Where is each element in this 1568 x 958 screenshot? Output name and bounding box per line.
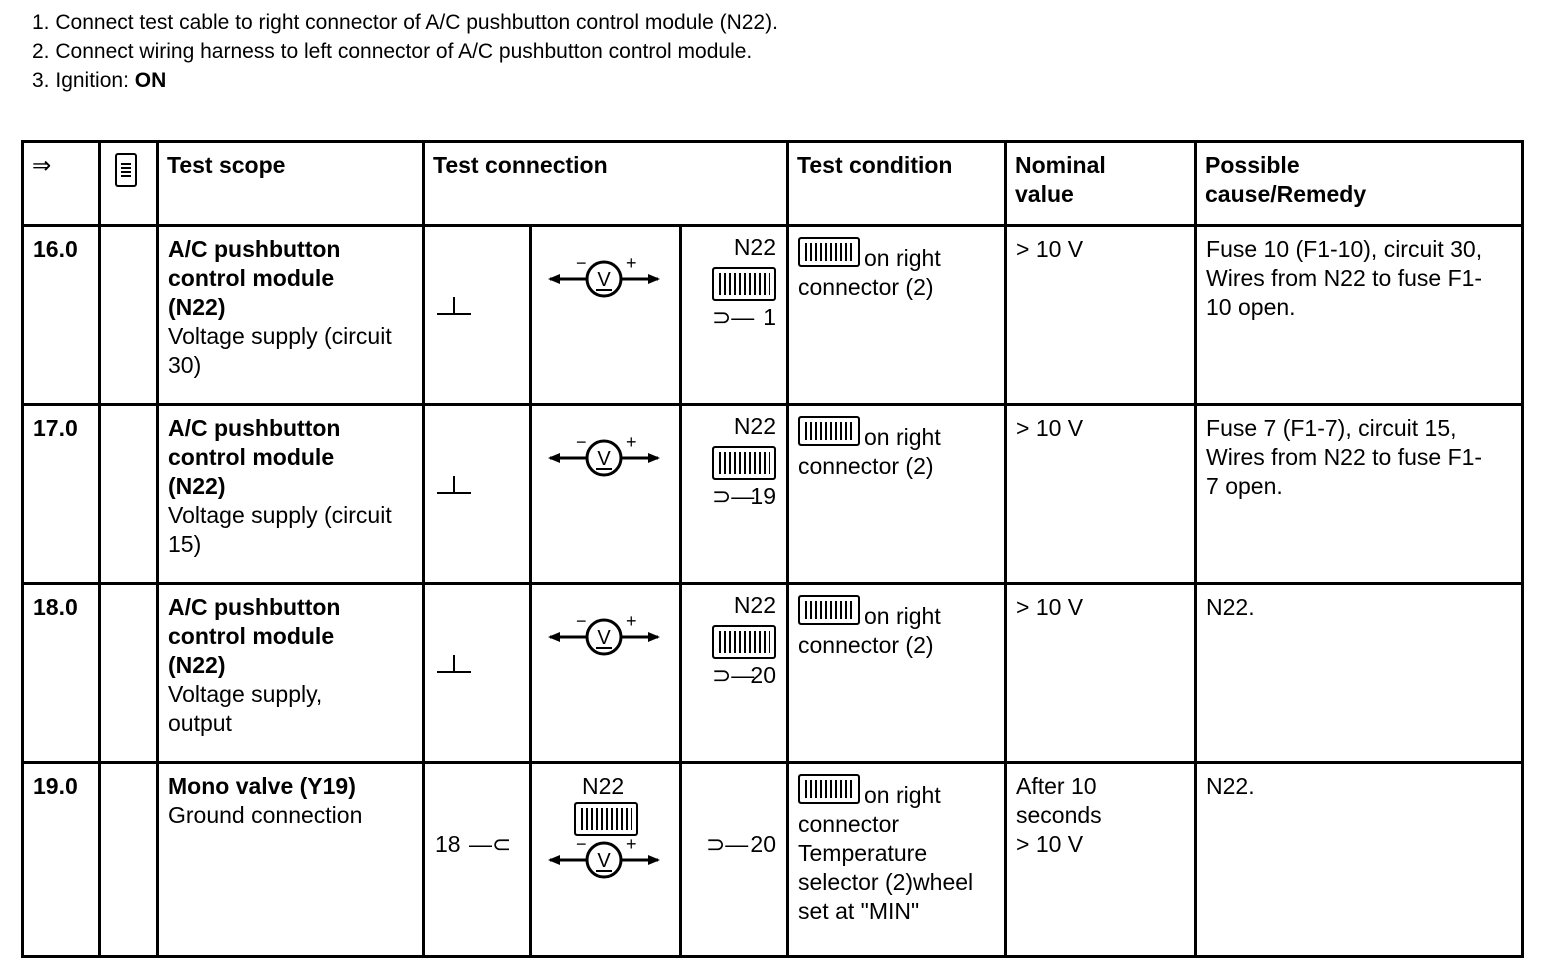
socket-icon: ⊃— bbox=[712, 662, 755, 688]
test-number: 17.0 bbox=[21, 403, 101, 585]
voltmeter-cell: V − + bbox=[529, 582, 682, 764]
socket-icon: ⊃— bbox=[712, 304, 755, 330]
pin-label: 20 bbox=[750, 831, 777, 857]
ground-icon bbox=[437, 655, 471, 673]
instructions: 1. Connect test cable to right connector… bbox=[32, 8, 778, 95]
arrow-header: ⇒ bbox=[21, 140, 101, 227]
connector-icon bbox=[574, 802, 638, 836]
svg-text:−: − bbox=[576, 838, 587, 854]
voltmeter-cell: V − + bbox=[529, 224, 682, 406]
test-condition-cell: on right connector (2) bbox=[786, 582, 1008, 764]
empty-cell bbox=[98, 761, 159, 958]
ground-cell bbox=[422, 582, 532, 764]
test-scope-cell: Mono valve (Y19)Ground connection bbox=[156, 761, 425, 958]
connector-cell: N22 ⊃— 20 bbox=[678, 582, 790, 764]
header-row: ⇒ Test scope Test connection Test condit… bbox=[21, 140, 1525, 227]
nominal-value-cell: > 10 V bbox=[1004, 224, 1198, 406]
nominal-value-cell: > 10 V bbox=[1004, 403, 1198, 585]
cause-cell: N22. bbox=[1194, 761, 1525, 958]
cause-cell: N22. bbox=[1194, 582, 1525, 764]
pin-label: 19 bbox=[750, 483, 777, 509]
connector-label: N22 bbox=[582, 773, 625, 799]
connector-icon bbox=[798, 237, 861, 267]
voltmeter-cell: V − + bbox=[529, 403, 682, 585]
instruction-1: 1. Connect test cable to right connector… bbox=[32, 11, 778, 34]
svg-text:V: V bbox=[597, 448, 611, 470]
svg-text:V: V bbox=[597, 850, 611, 872]
ground-cell bbox=[422, 224, 532, 406]
empty-cell bbox=[98, 403, 159, 585]
svg-text:+: + bbox=[626, 615, 637, 631]
pin-left-cell: 18 —⊂ bbox=[422, 761, 532, 958]
connector-label: N22 bbox=[733, 592, 777, 618]
socket-left-icon: —⊂ bbox=[469, 831, 512, 857]
svg-text:−: − bbox=[576, 257, 587, 273]
empty-cell bbox=[98, 582, 159, 764]
connector-module-icon bbox=[98, 140, 159, 227]
connector-label: N22 bbox=[733, 413, 777, 439]
connector-icon bbox=[712, 625, 777, 659]
pin-right-cell: ⊃— 20 bbox=[678, 761, 790, 958]
svg-text:+: + bbox=[626, 838, 637, 854]
socket-icon: ⊃— bbox=[712, 483, 755, 509]
connector-cell: N22 ⊃— 1 bbox=[678, 224, 790, 406]
ground-icon bbox=[437, 297, 471, 315]
svg-text:−: − bbox=[576, 615, 587, 631]
test-condition-header: Test condition bbox=[786, 140, 1008, 227]
ground-cell bbox=[422, 403, 532, 585]
svg-text:V: V bbox=[597, 627, 611, 649]
nominal-value-cell: > 10 V bbox=[1004, 582, 1198, 764]
instruction-3: 3. Ignition: ON bbox=[32, 69, 167, 92]
pin-label: 1 bbox=[763, 304, 777, 330]
voltmeter-cell: N22 V − + bbox=[529, 761, 682, 958]
connector-icon bbox=[798, 595, 861, 625]
test-scope-header: Test scope bbox=[156, 140, 425, 227]
cause-cell: Fuse 10 (F1-10), circuit 30,Wires from N… bbox=[1194, 224, 1525, 406]
connector-cell: N22 ⊃— 19 bbox=[678, 403, 790, 585]
voltmeter-icon: V − + bbox=[548, 838, 660, 879]
connector-icon bbox=[712, 267, 777, 301]
test-number: 19.0 bbox=[21, 761, 101, 958]
svg-text:−: − bbox=[576, 436, 587, 452]
connector-icon bbox=[798, 774, 861, 804]
test-number: 16.0 bbox=[21, 224, 101, 406]
cause-cell: Fuse 7 (F1-7), circuit 15,Wires from N22… bbox=[1194, 403, 1525, 585]
connector-icon bbox=[798, 416, 861, 446]
test-condition-cell: on right connector (2) bbox=[786, 224, 1008, 406]
table-row: 19.0 Mono valve (Y19)Ground connection 1… bbox=[21, 761, 1525, 958]
voltmeter-icon: V − + bbox=[548, 615, 660, 656]
connector-label: N22 bbox=[733, 234, 777, 260]
pin-label: 20 bbox=[750, 662, 777, 688]
test-number: 18.0 bbox=[21, 582, 101, 764]
test-connection-header: Test connection bbox=[421, 140, 790, 227]
socket-icon: ⊃— bbox=[706, 831, 749, 857]
connector-icon bbox=[712, 446, 777, 480]
svg-text:+: + bbox=[626, 436, 637, 452]
ground-icon bbox=[437, 476, 471, 494]
test-condition-cell: on right connector (2) bbox=[786, 403, 1008, 585]
instruction-2: 2. Connect wiring harness to left connec… bbox=[32, 40, 753, 63]
empty-cell bbox=[98, 224, 159, 406]
svg-text:V: V bbox=[597, 269, 611, 291]
pin-left-label: 18 bbox=[435, 831, 461, 857]
voltmeter-icon: V − + bbox=[548, 257, 660, 298]
voltmeter-icon: V − + bbox=[548, 436, 660, 477]
test-table: ⇒ Test scope Test connection Test condit… bbox=[21, 140, 1525, 958]
svg-text:+: + bbox=[626, 257, 637, 273]
